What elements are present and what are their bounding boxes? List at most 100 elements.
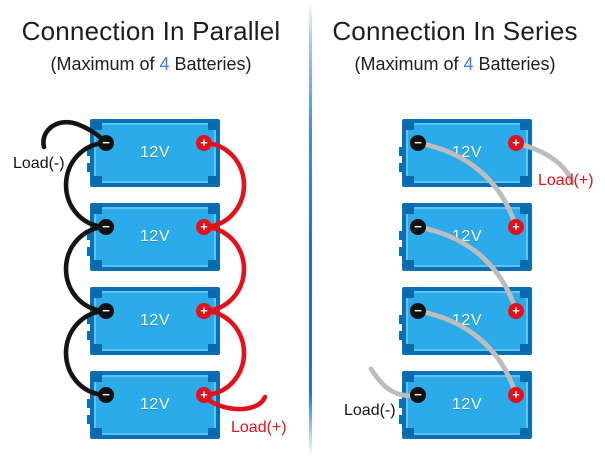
mount-tab (87, 315, 91, 324)
corner-notch (520, 122, 529, 130)
positive-terminal-icon: + (196, 303, 212, 319)
corner-notch (405, 428, 414, 436)
negative-terminal-icon: − (410, 135, 426, 151)
series-battery-4: 12V − + (399, 371, 532, 439)
mount-tab (87, 231, 91, 240)
minus-symbol: − (414, 219, 422, 234)
mount-tab (399, 415, 403, 424)
corner-notch (93, 344, 102, 352)
panel-divider (309, 2, 312, 456)
negative-terminal-icon: − (98, 135, 114, 151)
mount-tab (399, 163, 403, 172)
series-battery-3: 12V − + (399, 287, 532, 355)
minus-symbol: − (102, 303, 110, 318)
corner-notch (93, 290, 102, 298)
corner-notch (208, 374, 217, 382)
parallel-negative-link-wire-3 (63, 308, 109, 398)
series-link-wire-2 (415, 224, 519, 314)
mount-tab (87, 163, 91, 172)
parallel-positive-bus (201, 140, 268, 412)
minus-symbol: − (414, 387, 422, 402)
corner-notch (520, 260, 529, 268)
series-load-negative-label: Load(-) (344, 402, 396, 419)
plus-symbol: + (512, 387, 520, 402)
corner-notch (405, 260, 414, 268)
plus-symbol: + (200, 387, 208, 402)
subtitle-prefix: (Maximum of (354, 53, 464, 74)
parallel-positive-link-wire-2 (201, 224, 247, 314)
plus-symbol: + (512, 303, 520, 318)
battery-voltage-label: 12V (140, 312, 170, 329)
corner-notch (208, 344, 217, 352)
mount-tab (399, 247, 403, 256)
corner-notch (405, 206, 414, 214)
corner-notch (405, 122, 414, 130)
corner-notch (520, 428, 529, 436)
parallel-title: Connection In Parallel (21, 16, 281, 46)
parallel-battery-1: 12V − + (87, 119, 220, 187)
battery-count: 4 (463, 53, 474, 74)
mount-tab (399, 147, 403, 156)
corner-notch (208, 260, 217, 268)
positive-terminal-icon: + (508, 135, 524, 151)
parallel-load-positive-wire (201, 392, 268, 412)
parallel-negative-link-wire-2 (63, 224, 109, 314)
positive-terminal-icon: + (196, 135, 212, 151)
mount-tab (87, 331, 91, 340)
series-title: Connection In Series (332, 16, 578, 46)
subtitle-suffix: Batteries) (169, 53, 252, 74)
negative-terminal-icon: − (98, 303, 114, 319)
corner-notch (208, 176, 217, 184)
parallel-battery-2: 12V − + (87, 203, 220, 271)
corner-notch (520, 176, 529, 184)
parallel-subtitle: (Maximum of 4 Batteries) (0, 54, 302, 75)
parallel-header: Connection In Parallel (Maximum of 4 Bat… (0, 0, 302, 75)
battery-voltage-label: 12V (452, 396, 482, 413)
series-load-positive-label: Load(+) (538, 172, 594, 189)
corner-notch (208, 290, 217, 298)
minus-symbol: − (102, 387, 110, 402)
corner-notch (93, 374, 102, 382)
mount-tab (87, 399, 91, 408)
corner-notch (93, 260, 102, 268)
corner-notch (520, 290, 529, 298)
battery-voltage-label: 12V (140, 144, 170, 161)
parallel-positive-link-wire-3 (201, 308, 247, 398)
corner-notch (93, 428, 102, 436)
corner-notch (208, 122, 217, 130)
positive-terminal-icon: + (508, 387, 524, 403)
negative-terminal-icon: − (410, 303, 426, 319)
series-header: Connection In Series (Maximum of 4 Batte… (305, 0, 605, 75)
corner-notch (405, 290, 414, 298)
mount-tab (87, 147, 91, 156)
positive-terminal-icon: + (508, 303, 524, 319)
mount-tab (399, 315, 403, 324)
battery-count: 4 (159, 53, 170, 74)
plus-symbol: + (512, 135, 520, 150)
negative-terminal-icon: − (410, 219, 426, 235)
mount-tab (399, 399, 403, 408)
mount-tab (87, 247, 91, 256)
minus-symbol: − (102, 135, 110, 150)
corner-notch (208, 428, 217, 436)
corner-notch (405, 374, 414, 382)
plus-symbol: + (200, 135, 208, 150)
parallel-load-negative-label: Load(-) (13, 155, 65, 172)
plus-symbol: + (200, 303, 208, 318)
positive-terminal-icon: + (196, 387, 212, 403)
corner-notch (405, 344, 414, 352)
corner-notch (520, 374, 529, 382)
series-link-wire-1 (415, 140, 519, 230)
parallel-load-positive-label: Load(+) (231, 419, 287, 436)
series-link-wire-3 (415, 308, 519, 398)
positive-terminal-icon: + (508, 219, 524, 235)
minus-symbol: − (414, 135, 422, 150)
battery-voltage-label: 12V (140, 396, 170, 413)
corner-notch (405, 176, 414, 184)
corner-notch (93, 176, 102, 184)
series-subtitle: (Maximum of 4 Batteries) (305, 54, 605, 75)
mount-tab (399, 331, 403, 340)
mount-tab (399, 231, 403, 240)
parallel-negative-bus (41, 120, 109, 398)
parallel-negative-link-wire-1 (63, 140, 109, 230)
